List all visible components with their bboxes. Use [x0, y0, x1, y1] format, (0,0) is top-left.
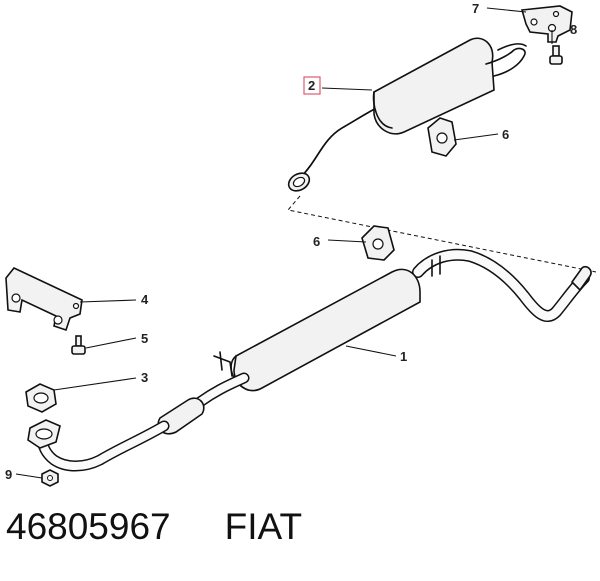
callout-1: 1	[400, 349, 407, 364]
bolt-part-5	[71, 335, 86, 355]
brand-name: FIAT	[224, 506, 303, 547]
front-bracket-part-4	[5, 267, 83, 332]
caption: 46805967 FIAT	[6, 506, 302, 548]
nut-part-9	[41, 469, 59, 487]
callout-8: 8	[570, 22, 577, 37]
callout-3: 3	[141, 370, 148, 385]
callout-2-highlight-box	[303, 76, 321, 95]
dashed-connection-line	[287, 195, 597, 273]
callout-2: 2	[308, 78, 315, 93]
callout-4: 4	[141, 292, 149, 307]
leader-lines	[15, 7, 553, 479]
callout-6-lower: 6	[313, 234, 320, 249]
rear-muffler-part-2	[287, 37, 527, 192]
part-number: 46805967	[6, 506, 171, 547]
hanger-bracket-part-7	[520, 5, 573, 43]
callout-5: 5	[141, 331, 148, 346]
callout-9: 9	[5, 467, 12, 482]
callout-7: 7	[472, 1, 479, 16]
bolt-part-8	[549, 45, 563, 65]
callout-6-upper: 6	[502, 127, 509, 142]
rubber-hanger-part-6-upper	[427, 117, 457, 157]
rubber-hanger-part-6-lower	[361, 225, 395, 261]
main-pipe-part-1	[27, 248, 592, 472]
gasket-part-3	[25, 383, 57, 413]
